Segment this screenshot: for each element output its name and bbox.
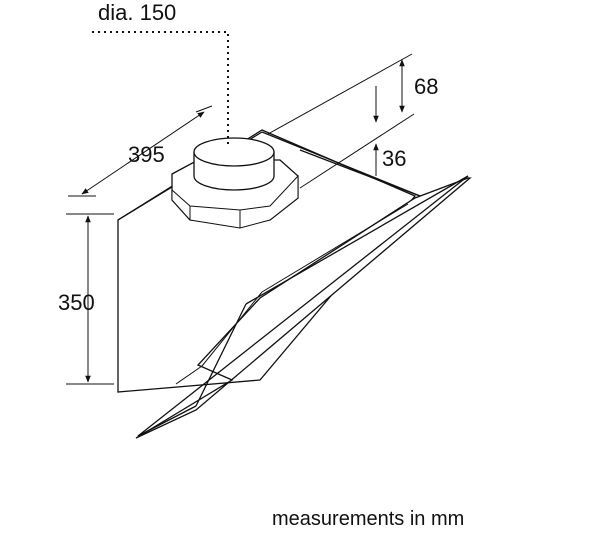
measurement-caption: measurements in mm bbox=[272, 508, 465, 530]
label-diameter: dia. 150 bbox=[98, 0, 176, 25]
duct-outlet bbox=[193, 137, 275, 191]
dimension-395: 395 bbox=[68, 105, 213, 197]
diameter-leader bbox=[92, 31, 229, 148]
label-395: 395 bbox=[128, 142, 165, 167]
glass-canopy bbox=[135, 175, 472, 439]
hood-rear-edge bbox=[299, 149, 421, 197]
label-68: 68 bbox=[414, 74, 438, 99]
dimension-68: 68 bbox=[267, 53, 438, 189]
dimension-350: 350 bbox=[58, 213, 114, 385]
label-350: 350 bbox=[58, 290, 95, 315]
duct-top bbox=[193, 137, 275, 167]
dimension-36: 36 bbox=[373, 86, 406, 176]
label-36: 36 bbox=[382, 146, 406, 171]
collar-front-face bbox=[171, 174, 299, 229]
